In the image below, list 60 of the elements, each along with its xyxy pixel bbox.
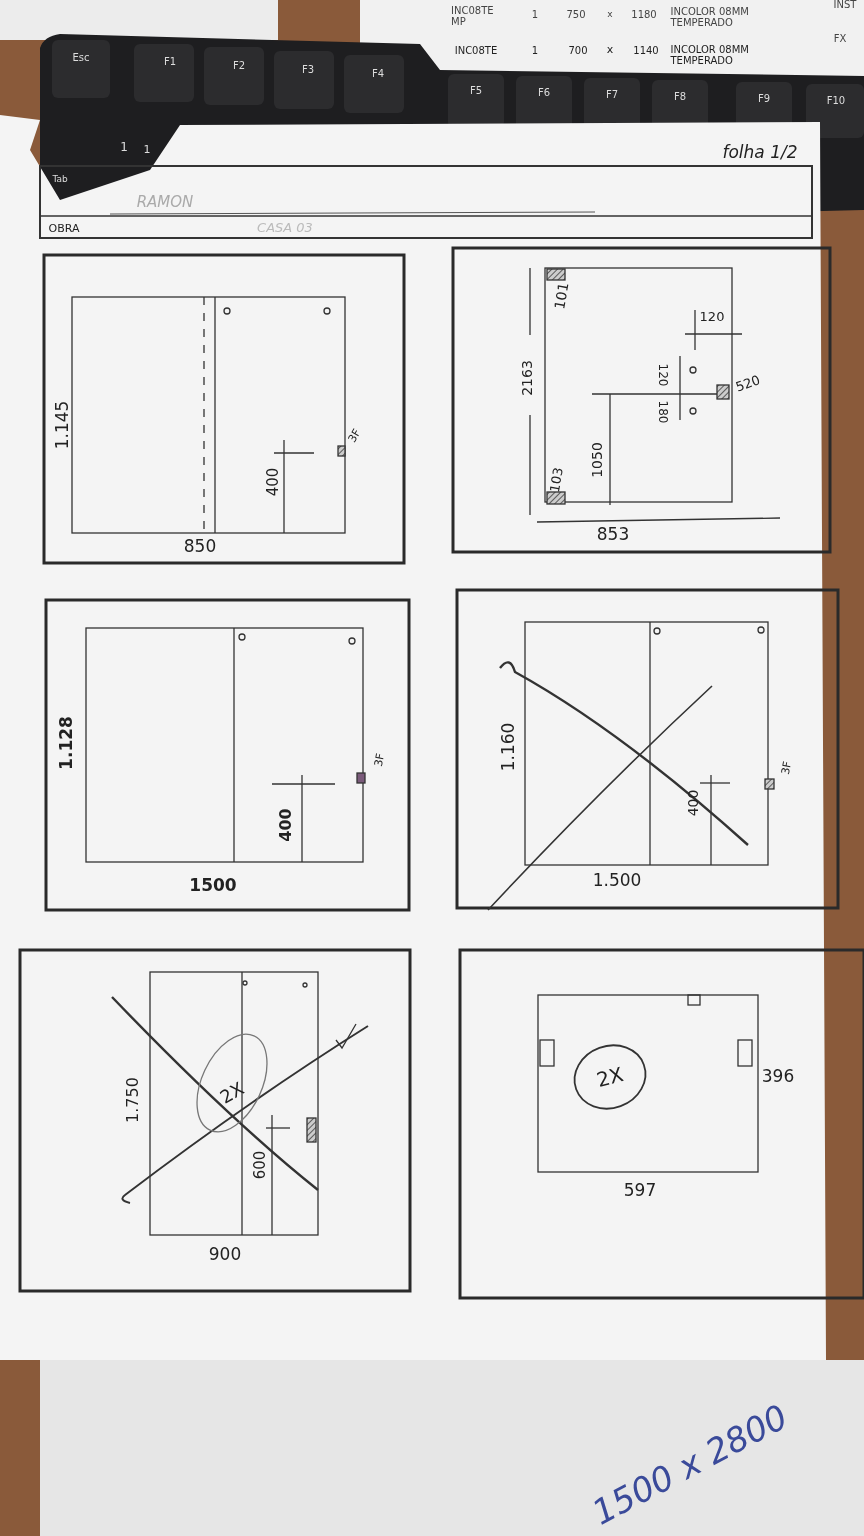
page-number: folha 1/2 bbox=[722, 142, 798, 162]
dimension-label: 2163 bbox=[520, 360, 536, 396]
dimension-label: 101 bbox=[552, 281, 572, 311]
table-cell: x bbox=[606, 43, 614, 57]
table-cell: x bbox=[607, 10, 613, 20]
dimension-label: 1.160 bbox=[498, 722, 518, 772]
dimension-label: 1500 bbox=[189, 875, 237, 895]
dimension-label: 3F bbox=[779, 760, 795, 776]
table-cell-text: INCOLOR 08MM TEMPERADO bbox=[670, 44, 750, 66]
key-label: F9 bbox=[757, 92, 771, 104]
field-label: OBRA bbox=[48, 222, 80, 236]
table-cell: FX bbox=[833, 32, 847, 44]
key-label: F5 bbox=[469, 84, 483, 96]
key-label: F1 bbox=[163, 55, 177, 67]
key-label: 1 bbox=[143, 143, 151, 157]
dimension-label: 3F bbox=[372, 752, 388, 768]
dimension-label: 520 bbox=[733, 373, 763, 395]
dimension-label: 600 bbox=[251, 1150, 269, 1180]
table-cell: 1140 bbox=[633, 44, 659, 56]
key-label: F10 bbox=[826, 94, 846, 106]
dimension-label: 1.145 bbox=[52, 400, 72, 450]
dimension-label: 850 bbox=[183, 536, 217, 556]
table-cell-text: INCOLOR 08MM TEMPERADO bbox=[670, 6, 750, 28]
dimension-label: 400 bbox=[686, 789, 702, 817]
handwritten-note: CASA 03 bbox=[257, 220, 313, 236]
quantity-note: 2X bbox=[216, 1078, 248, 1108]
handwritten-note: RAMON bbox=[136, 193, 194, 211]
dimension-label: 3F bbox=[346, 427, 364, 445]
dimension-label: 1.750 bbox=[124, 1077, 142, 1123]
dimension-label: 1.128 bbox=[56, 716, 76, 770]
key-label: F3 bbox=[301, 63, 315, 75]
dimension-label: 597 bbox=[623, 1180, 657, 1200]
dimension-label: 1.500 bbox=[592, 870, 642, 890]
quantity-note: 2X bbox=[594, 1062, 626, 1092]
dimension-label: 853 bbox=[596, 524, 630, 544]
dimension-label: 396 bbox=[761, 1066, 795, 1086]
dimension-label: 400 bbox=[277, 808, 295, 842]
key-label: 1 bbox=[120, 141, 128, 155]
dimension-label: 180 bbox=[655, 400, 669, 424]
dimension-label: 400 bbox=[264, 467, 282, 497]
key-label: Esc bbox=[72, 51, 90, 63]
key-label: Tab bbox=[52, 175, 68, 185]
key-label: F8 bbox=[673, 90, 687, 102]
dimension-label: 103 bbox=[547, 466, 567, 494]
dimension-label: 1050 bbox=[590, 442, 606, 478]
table-cell: INST bbox=[833, 0, 857, 10]
dimension-label: 120 bbox=[655, 363, 669, 387]
table-cell: 1180 bbox=[631, 8, 657, 20]
table-cell: 1 bbox=[531, 8, 539, 20]
table-cell: 750 bbox=[566, 8, 586, 20]
table-cell: 1 bbox=[531, 44, 539, 56]
table-cell: 700 bbox=[568, 44, 588, 56]
table-cell-text: INC08TE MP bbox=[451, 5, 495, 27]
table-cell: INC08TE bbox=[454, 44, 498, 56]
key-label: F7 bbox=[605, 88, 619, 100]
key-label: F6 bbox=[537, 86, 551, 98]
dimension-label: 900 bbox=[208, 1244, 242, 1264]
key-label: F4 bbox=[371, 67, 385, 79]
dimension-label: 120 bbox=[699, 309, 725, 325]
key-label: F2 bbox=[232, 59, 246, 71]
